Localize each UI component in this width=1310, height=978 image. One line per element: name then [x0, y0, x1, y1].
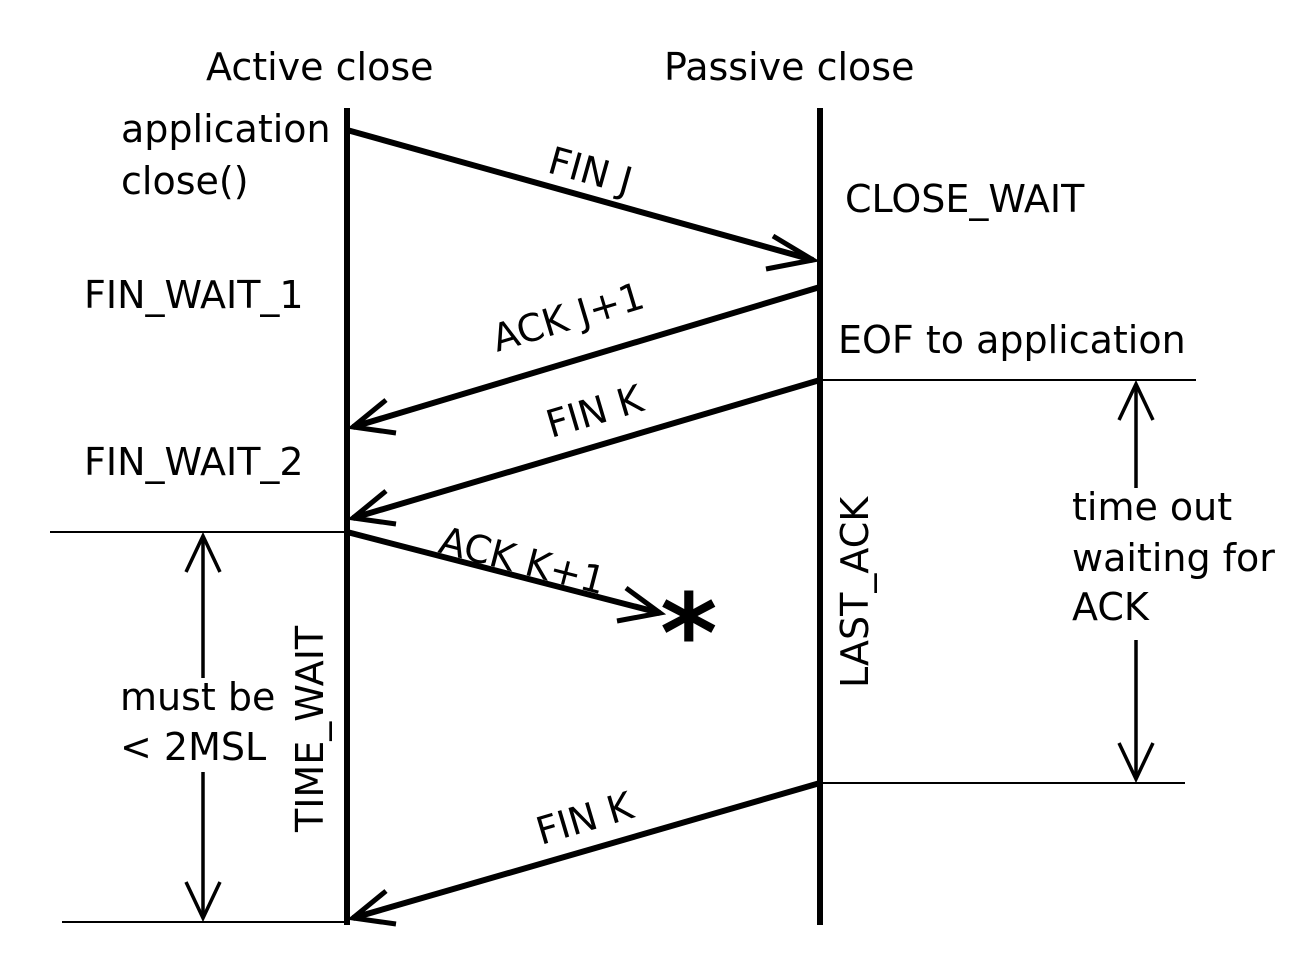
lost-packet-marker: *: [660, 570, 718, 698]
last-ack-state: LAST_ACK: [833, 496, 877, 688]
ack-k-plus-1-arrow: [346, 529, 667, 624]
fin-wait-1-state: FIN_WAIT_1: [84, 273, 304, 317]
active-close-header: Active close: [206, 45, 434, 89]
must-be-label: must be: [120, 675, 275, 719]
fin-j-label: FIN J: [544, 138, 637, 203]
timeout-label-line3: ACK: [1072, 585, 1150, 629]
fin-k-retransmit-arrow: [346, 780, 821, 927]
fin-j-arrow: [346, 127, 820, 272]
fin-k-arrow: [346, 377, 821, 527]
time-wait-duration-arrow: [184, 531, 222, 923]
application-label: application: [121, 107, 331, 151]
timeout-duration-arrow: [1117, 379, 1155, 784]
less-than-2msl-label: < 2MSL: [120, 725, 266, 769]
close-wait-state: CLOSE_WAIT: [845, 177, 1085, 221]
timeout-label-line1: time out: [1072, 485, 1232, 529]
close-call-label: close(): [121, 159, 249, 203]
eof-to-application-label: EOF to application: [838, 318, 1186, 362]
fin-wait-2-state: FIN_WAIT_2: [84, 440, 304, 484]
time-wait-state: TIME_WAIT: [288, 625, 332, 833]
timeout-label-line2: waiting for: [1072, 536, 1275, 580]
passive-close-header: Passive close: [664, 45, 914, 89]
ack-j-plus-1-arrow: [346, 284, 821, 436]
ack-k-plus-1-label: ACK K+1: [435, 518, 610, 603]
